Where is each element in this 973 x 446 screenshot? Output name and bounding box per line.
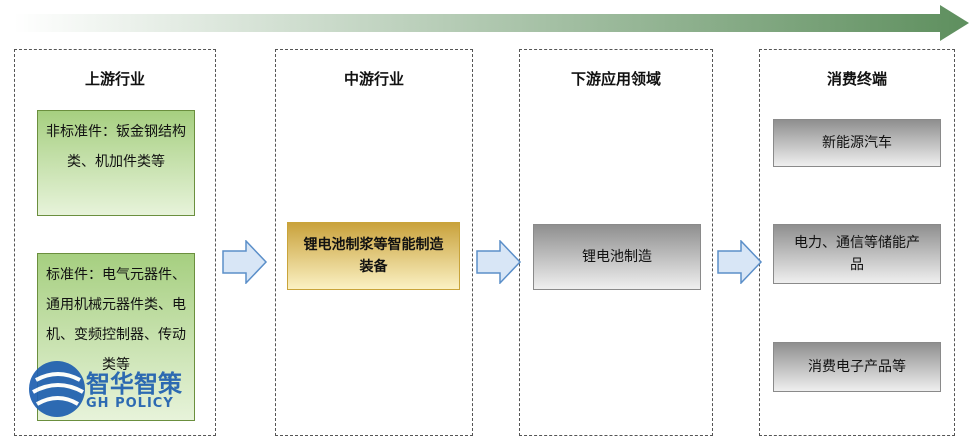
- column-downstream: 下游应用领域 锂电池制造: [519, 49, 713, 436]
- watermark-text-en: GH POLICY: [86, 396, 174, 411]
- top-flow-arrow: [14, 5, 969, 41]
- column-title: 消费终端: [826, 70, 887, 88]
- downstream-box: 锂电池制造: [533, 224, 701, 290]
- column-consumer: 消费终端 新能源汽车 电力、通信等储能产品 消费电子产品等: [759, 49, 955, 436]
- logo-globe-icon: [29, 361, 85, 417]
- block-arrow-2: [476, 240, 522, 284]
- column-title: 上游行业: [84, 70, 145, 88]
- column-title: 中游行业: [343, 70, 404, 88]
- watermark-text-cn: 智华智策: [86, 370, 182, 398]
- consumer-box-electronics: 消费电子产品等: [773, 342, 941, 392]
- column-title: 下游应用领域: [570, 70, 661, 88]
- consumer-box-storage: 电力、通信等储能产品: [773, 224, 941, 284]
- block-arrow-3: [717, 240, 763, 284]
- column-midstream: 中游行业 锂电池制浆等智能制造装备: [275, 49, 473, 436]
- consumer-box-ev: 新能源汽车: [773, 119, 941, 167]
- midstream-box: 锂电池制浆等智能制造装备: [287, 222, 460, 290]
- block-arrow-1: [222, 240, 268, 284]
- upstream-box-nonstandard: 非标准件：钣金钢结构类、机加件类等: [37, 110, 195, 216]
- watermark-logo: 智华智策 GH POLICY: [28, 358, 188, 420]
